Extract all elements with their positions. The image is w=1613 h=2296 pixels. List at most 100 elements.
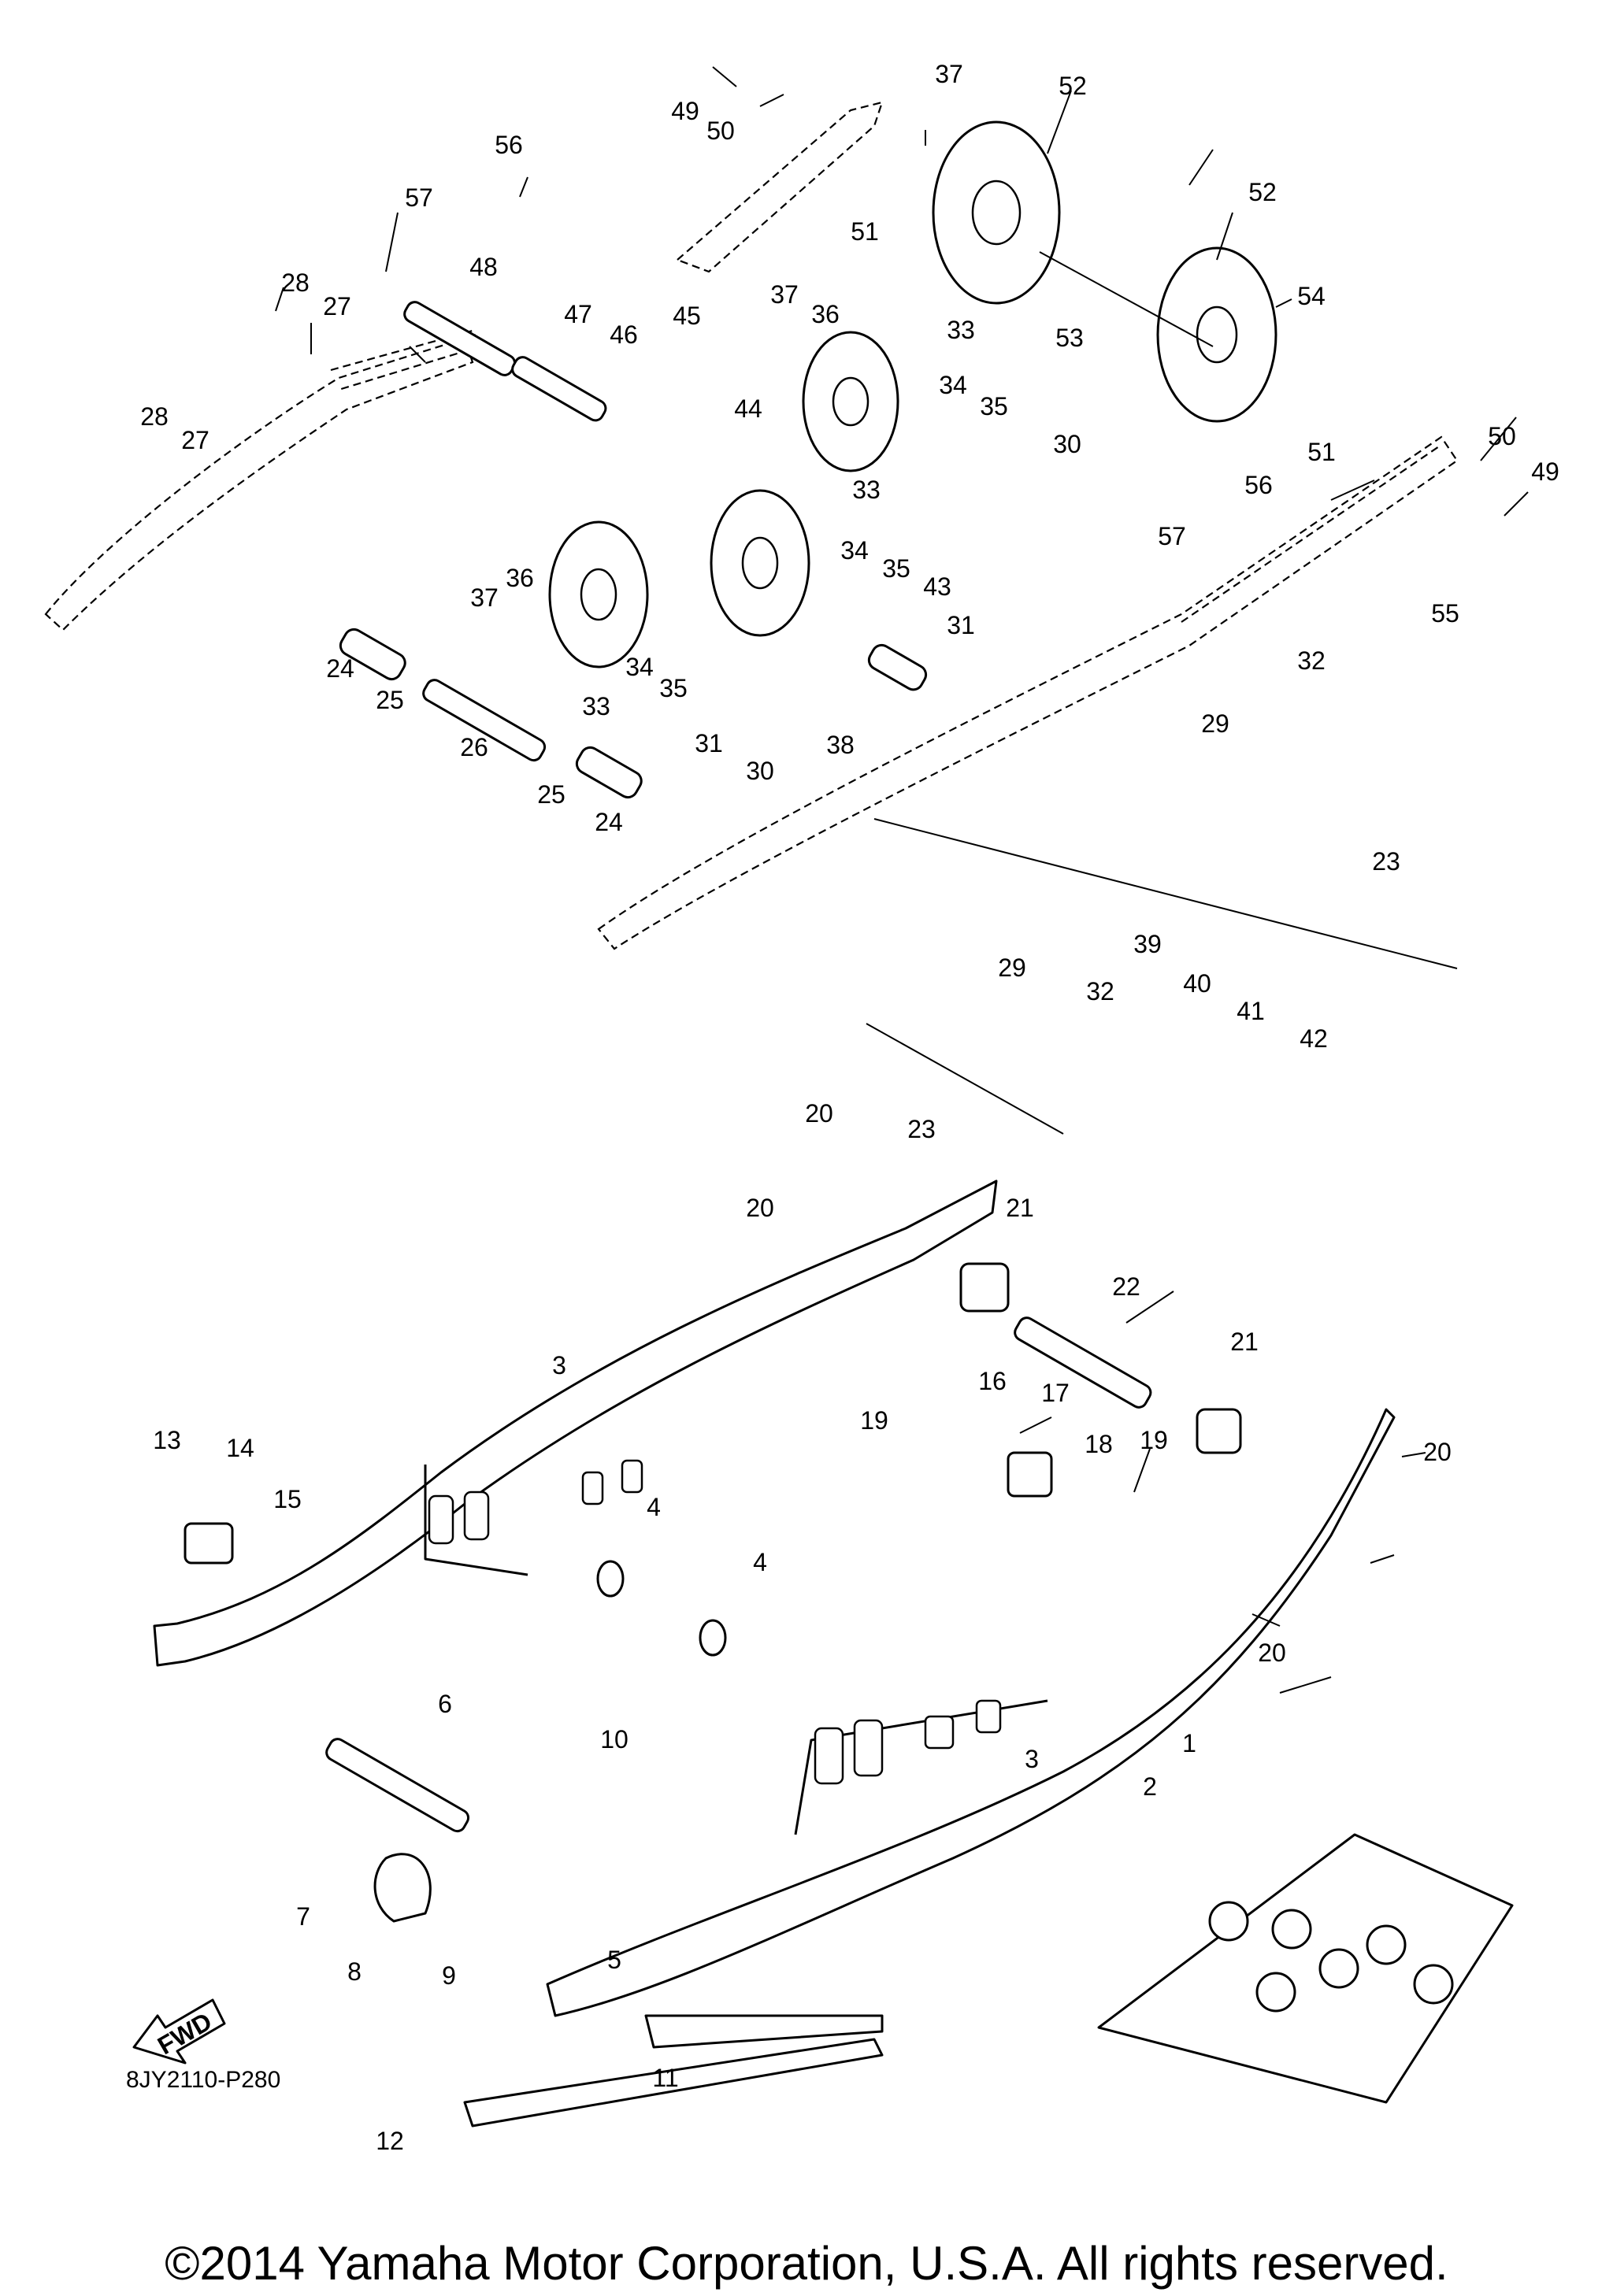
idler-wheel-33-a bbox=[802, 331, 899, 472]
bolt-23-a bbox=[873, 818, 1458, 969]
slide-rail-right-inner bbox=[794, 1699, 1048, 1835]
callout-8: 8 bbox=[347, 1957, 362, 1986]
callout-23: 23 bbox=[1372, 847, 1400, 876]
slide-rail-left bbox=[153, 1179, 998, 1667]
callout-53: 53 bbox=[1055, 324, 1084, 352]
callout-17: 17 bbox=[1041, 1379, 1070, 1407]
cushion-21-b bbox=[1196, 1408, 1242, 1454]
copyright-footer: ©2014 Yamaha Motor Corporation, U.S.A. A… bbox=[165, 2237, 1448, 2290]
callout-36: 36 bbox=[506, 564, 534, 592]
callout-16: 16 bbox=[978, 1367, 1007, 1395]
callout-3: 3 bbox=[1025, 1745, 1039, 1773]
drive-sprocket-52-b bbox=[1156, 246, 1277, 423]
shaft-6 bbox=[325, 1738, 470, 1833]
callout-labels: 1 2 3 3 4 4 5 6 7 8 9 10 11 12 13 14 15 … bbox=[140, 60, 1559, 2155]
callout-26: 26 bbox=[460, 733, 488, 761]
callout-34: 34 bbox=[625, 653, 654, 681]
callout-50: 50 bbox=[1488, 422, 1516, 450]
callout-56: 56 bbox=[1244, 471, 1273, 499]
callout-20: 20 bbox=[1258, 1639, 1286, 1667]
callout-20: 20 bbox=[746, 1194, 774, 1222]
callout-39: 39 bbox=[1133, 930, 1162, 958]
callout-28: 28 bbox=[140, 402, 169, 431]
callout-25: 25 bbox=[537, 780, 565, 809]
callout-34: 34 bbox=[840, 536, 869, 565]
callout-57: 57 bbox=[405, 183, 433, 212]
stopper-14 bbox=[184, 1522, 234, 1565]
slide-rail-right bbox=[546, 1408, 1396, 2017]
callout-21: 21 bbox=[1230, 1328, 1259, 1356]
callout-55: 55 bbox=[1431, 599, 1459, 628]
callout-10: 10 bbox=[600, 1725, 629, 1753]
shaft-22 bbox=[1014, 1316, 1152, 1409]
callout-33: 33 bbox=[947, 316, 975, 344]
callout-2: 2 bbox=[1143, 1772, 1157, 1801]
cushion-21-a bbox=[959, 1262, 1010, 1313]
drive-sprocket-52-a bbox=[932, 120, 1061, 305]
shaft-26 bbox=[422, 679, 547, 762]
slide-rail-left-inner bbox=[424, 1465, 528, 1576]
collar-24-a bbox=[339, 628, 406, 681]
ghost-upper-rail-right bbox=[597, 435, 1459, 950]
idler-wheel-33-b bbox=[710, 489, 810, 637]
callout-28: 28 bbox=[281, 268, 310, 297]
shaft-47 bbox=[511, 356, 607, 422]
callout-23: 23 bbox=[907, 1115, 936, 1143]
callout-20: 20 bbox=[1423, 1438, 1452, 1466]
callout-57: 57 bbox=[1158, 522, 1186, 550]
diagram-code: 8JY2110-P280 bbox=[126, 2067, 281, 2093]
callout-22: 22 bbox=[1112, 1272, 1140, 1301]
callout-37: 37 bbox=[470, 583, 499, 612]
callout-54: 54 bbox=[1297, 282, 1326, 310]
callout-7: 7 bbox=[296, 1902, 310, 1931]
callout-32: 32 bbox=[1086, 977, 1114, 1005]
callout-24: 24 bbox=[326, 654, 354, 683]
callout-29: 29 bbox=[1201, 709, 1229, 738]
callout-27: 27 bbox=[181, 426, 210, 454]
callout-3: 3 bbox=[552, 1351, 566, 1379]
washer-4-a bbox=[596, 1560, 625, 1598]
callout-31: 31 bbox=[695, 729, 723, 757]
callout-32: 32 bbox=[1297, 646, 1326, 675]
callout-34: 34 bbox=[939, 371, 967, 399]
callout-18: 18 bbox=[1085, 1430, 1113, 1458]
idler-wheel-33-c bbox=[548, 520, 649, 668]
callout-15: 15 bbox=[273, 1485, 302, 1513]
callout-11: 11 bbox=[652, 2064, 678, 2092]
callout-24: 24 bbox=[595, 808, 623, 836]
washer-4-b bbox=[699, 1619, 727, 1657]
callout-12: 12 bbox=[376, 2127, 404, 2155]
callout-33: 33 bbox=[852, 476, 881, 504]
fwd-arrow: FWD bbox=[132, 1998, 226, 2065]
slide-rail-right-holes bbox=[814, 1699, 1002, 1785]
callout-43: 43 bbox=[923, 572, 951, 601]
callout-25: 25 bbox=[376, 686, 404, 714]
callout-4: 4 bbox=[753, 1548, 767, 1576]
bracket-8 bbox=[373, 1853, 432, 1923]
callout-51: 51 bbox=[1307, 438, 1336, 466]
stopper-17 bbox=[1007, 1451, 1053, 1498]
callout-48: 48 bbox=[469, 253, 498, 281]
callout-20: 20 bbox=[805, 1099, 833, 1128]
collar-43 bbox=[867, 643, 928, 691]
callout-13: 13 bbox=[153, 1426, 181, 1454]
callout-30: 30 bbox=[1053, 430, 1081, 458]
callout-27: 27 bbox=[323, 292, 351, 320]
callout-leaders bbox=[275, 66, 1529, 1694]
callout-19: 19 bbox=[860, 1406, 888, 1435]
callout-21: 21 bbox=[1006, 1194, 1034, 1222]
callout-14: 14 bbox=[226, 1434, 254, 1462]
callout-44: 44 bbox=[734, 394, 762, 423]
callout-50: 50 bbox=[706, 117, 735, 145]
callout-30: 30 bbox=[746, 757, 774, 785]
callout-49: 49 bbox=[671, 97, 699, 125]
callout-47: 47 bbox=[564, 300, 592, 328]
slide-runner-11 bbox=[463, 2038, 884, 2128]
callout-9: 9 bbox=[442, 1961, 456, 1990]
callout-33: 33 bbox=[582, 692, 610, 720]
callout-51: 51 bbox=[851, 217, 879, 246]
callout-6: 6 bbox=[438, 1690, 452, 1718]
slide-runner-11-upper bbox=[644, 2014, 884, 2049]
